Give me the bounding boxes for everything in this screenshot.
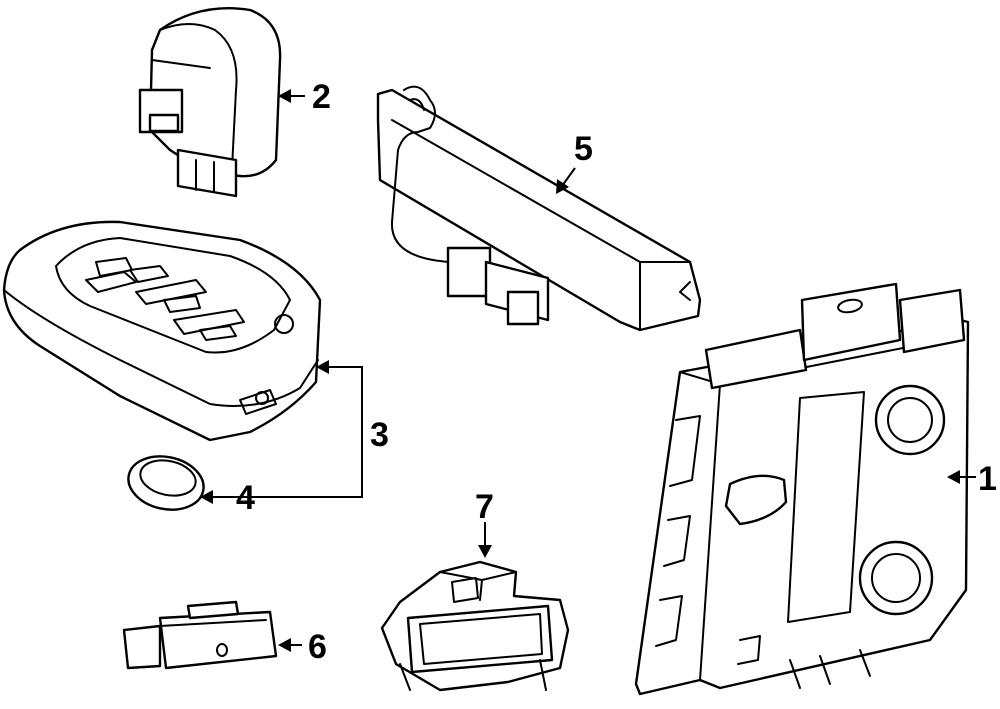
callout-6: 6 <box>278 628 327 666</box>
sensor-icon <box>122 600 278 670</box>
body-control-module-icon <box>634 282 970 696</box>
callout-4: 4 <box>200 479 255 517</box>
callout-5: 5 <box>556 130 593 194</box>
callout-3-label: 3 <box>370 416 389 454</box>
key-fob-icon <box>2 220 322 442</box>
callout-7-label: 7 <box>475 488 494 526</box>
callout-4-label: 4 <box>236 479 255 517</box>
callout-2-label: 2 <box>312 78 331 116</box>
receiver-icon <box>380 560 570 692</box>
callout-7: 7 <box>475 488 494 558</box>
callout-6-label: 6 <box>308 628 327 666</box>
callout-1-label: 1 <box>978 460 997 498</box>
callout-2: 2 <box>278 78 331 116</box>
battery-icon <box>127 455 205 511</box>
callout-3: 3 <box>212 360 389 498</box>
callout-5-label: 5 <box>574 130 593 168</box>
antenna-icon <box>376 85 702 332</box>
relay-icon <box>138 7 282 198</box>
callout-1: 1 <box>947 460 997 498</box>
